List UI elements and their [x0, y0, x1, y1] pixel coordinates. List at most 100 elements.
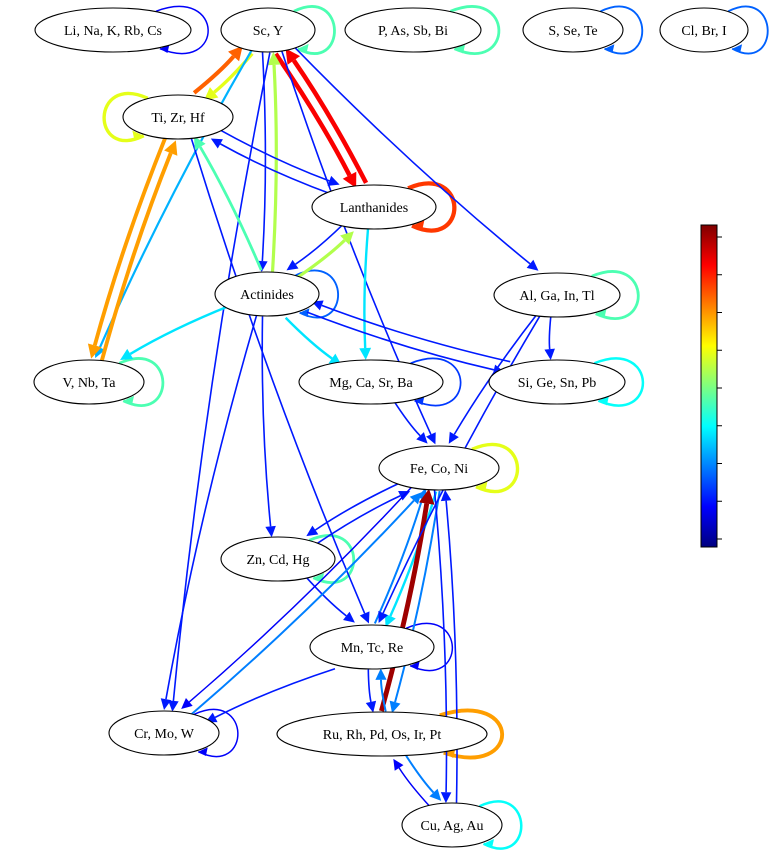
edge-line	[433, 490, 448, 793]
edge-line	[304, 574, 347, 617]
edge-line	[471, 442, 520, 494]
edge-actin-to-lanth	[294, 231, 354, 281]
edge-line	[293, 5, 336, 55]
edge-line	[155, 5, 209, 55]
edge-line	[118, 357, 165, 407]
edge-line	[403, 752, 435, 794]
node-ellipse	[522, 7, 624, 53]
edge-arrowhead	[359, 347, 372, 360]
node-tizr: Ti, Zr, Hf	[122, 94, 234, 140]
edges-layer	[87, 5, 769, 850]
edge-line	[129, 304, 231, 355]
edge-arrowhead	[526, 259, 539, 271]
edge-line	[445, 500, 458, 803]
edge-vnb-to-tizr	[99, 140, 178, 363]
node-ellipse	[378, 445, 500, 491]
edge-line	[410, 357, 462, 407]
node-ellipse	[276, 711, 488, 757]
edge-scy-to-algain	[292, 45, 539, 271]
edge-arrowhead	[440, 792, 452, 804]
edge-arrowhead	[340, 231, 354, 245]
edge-arrowhead	[359, 611, 370, 624]
edge-line	[295, 269, 339, 319]
node-sige: Si, Ge, Sn, Pb	[488, 359, 626, 405]
edge-lanth-to-scy	[285, 48, 369, 184]
edge-crmo-to-feco	[188, 492, 422, 718]
edge-cuag-to-cuag	[478, 800, 523, 850]
edge-tizr-to-mntc	[190, 136, 370, 624]
edge-arrowhead	[604, 44, 615, 54]
edge-line	[367, 669, 372, 703]
edge-scy-to-actin	[257, 51, 268, 272]
edge-line	[449, 5, 501, 55]
node-zncd: Zn, Cd, Hg	[220, 536, 336, 582]
edge-mgca-to-mgca	[410, 357, 462, 407]
edge-crmo-to-crmo	[193, 708, 239, 758]
edge-feco-to-feco	[471, 442, 520, 494]
edge-line	[314, 481, 403, 531]
edge-line	[102, 91, 149, 143]
node-ellipse	[122, 94, 234, 140]
node-label: Fe, Co, Ni	[410, 462, 468, 477]
edge-arrowhead	[389, 700, 401, 714]
edge-halo-to-halo	[727, 5, 769, 55]
node-ellipse	[311, 184, 437, 230]
node-label: Sc, Y	[253, 24, 284, 39]
node-halo: Cl, Br, I	[659, 7, 749, 53]
edge-arrowhead	[228, 45, 243, 62]
edge-arrowhead	[160, 698, 172, 710]
edge-actin-to-actin	[295, 269, 339, 319]
colorbar-ticks	[717, 236, 722, 540]
edge-arrowhead	[409, 492, 422, 505]
edge-line	[398, 767, 432, 808]
node-label: V, Nb, Ta	[63, 376, 117, 391]
node-ellipse	[220, 536, 336, 582]
edge-line	[405, 622, 453, 672]
edge-arrowhead	[483, 838, 495, 849]
edge-arrowhead	[410, 661, 420, 670]
edge-arrowhead	[448, 431, 459, 444]
node-ellipse	[401, 802, 503, 848]
edge-line	[217, 127, 330, 182]
node-ellipse	[488, 359, 626, 405]
edge-arrowhead	[365, 700, 377, 713]
edge-scy-to-tizr	[203, 52, 254, 101]
edge-line	[379, 679, 387, 712]
edge-arrowhead	[393, 758, 404, 771]
node-ellipse	[344, 7, 482, 53]
edge-feco-to-cuag	[433, 490, 452, 804]
edge-arrowhead	[327, 175, 340, 186]
edge-arrowhead	[343, 611, 355, 623]
edge-arrowhead	[416, 432, 428, 444]
edge-actin-to-crmo	[160, 314, 258, 710]
edge-line	[294, 239, 346, 281]
edge-arrowhead	[426, 432, 436, 445]
edge-line	[165, 314, 258, 700]
edge-arrowhead	[123, 395, 135, 406]
edge-pnict-to-pnict	[449, 5, 501, 55]
node-ellipse	[309, 624, 435, 670]
edge-line	[600, 5, 644, 55]
edge-arrowhead	[384, 613, 396, 627]
edge-line	[295, 222, 346, 265]
node-ellipse	[220, 7, 316, 53]
edge-mntc-to-rurh	[365, 669, 377, 713]
edge-arrowhead	[87, 343, 102, 359]
edge-algain-to-sige	[544, 316, 555, 361]
node-label: Lanthanides	[340, 201, 408, 216]
edge-scy-to-crmo	[168, 52, 271, 712]
edge-arrowhead	[412, 220, 425, 232]
edge-tizr-to-scy	[192, 45, 243, 95]
node-ellipse	[33, 359, 145, 405]
edge-line	[593, 357, 645, 407]
edge-feco-to-mntc	[384, 491, 438, 627]
node-ellipse	[493, 272, 621, 318]
edge-arrowhead	[595, 308, 607, 319]
edge-arrowhead	[193, 136, 206, 151]
edge-line	[190, 136, 366, 614]
edge-arrowhead	[210, 138, 223, 149]
node-label: Ti, Zr, Hf	[151, 111, 205, 126]
edge-line	[727, 5, 769, 55]
edge-alkali-to-alkali	[155, 5, 209, 55]
